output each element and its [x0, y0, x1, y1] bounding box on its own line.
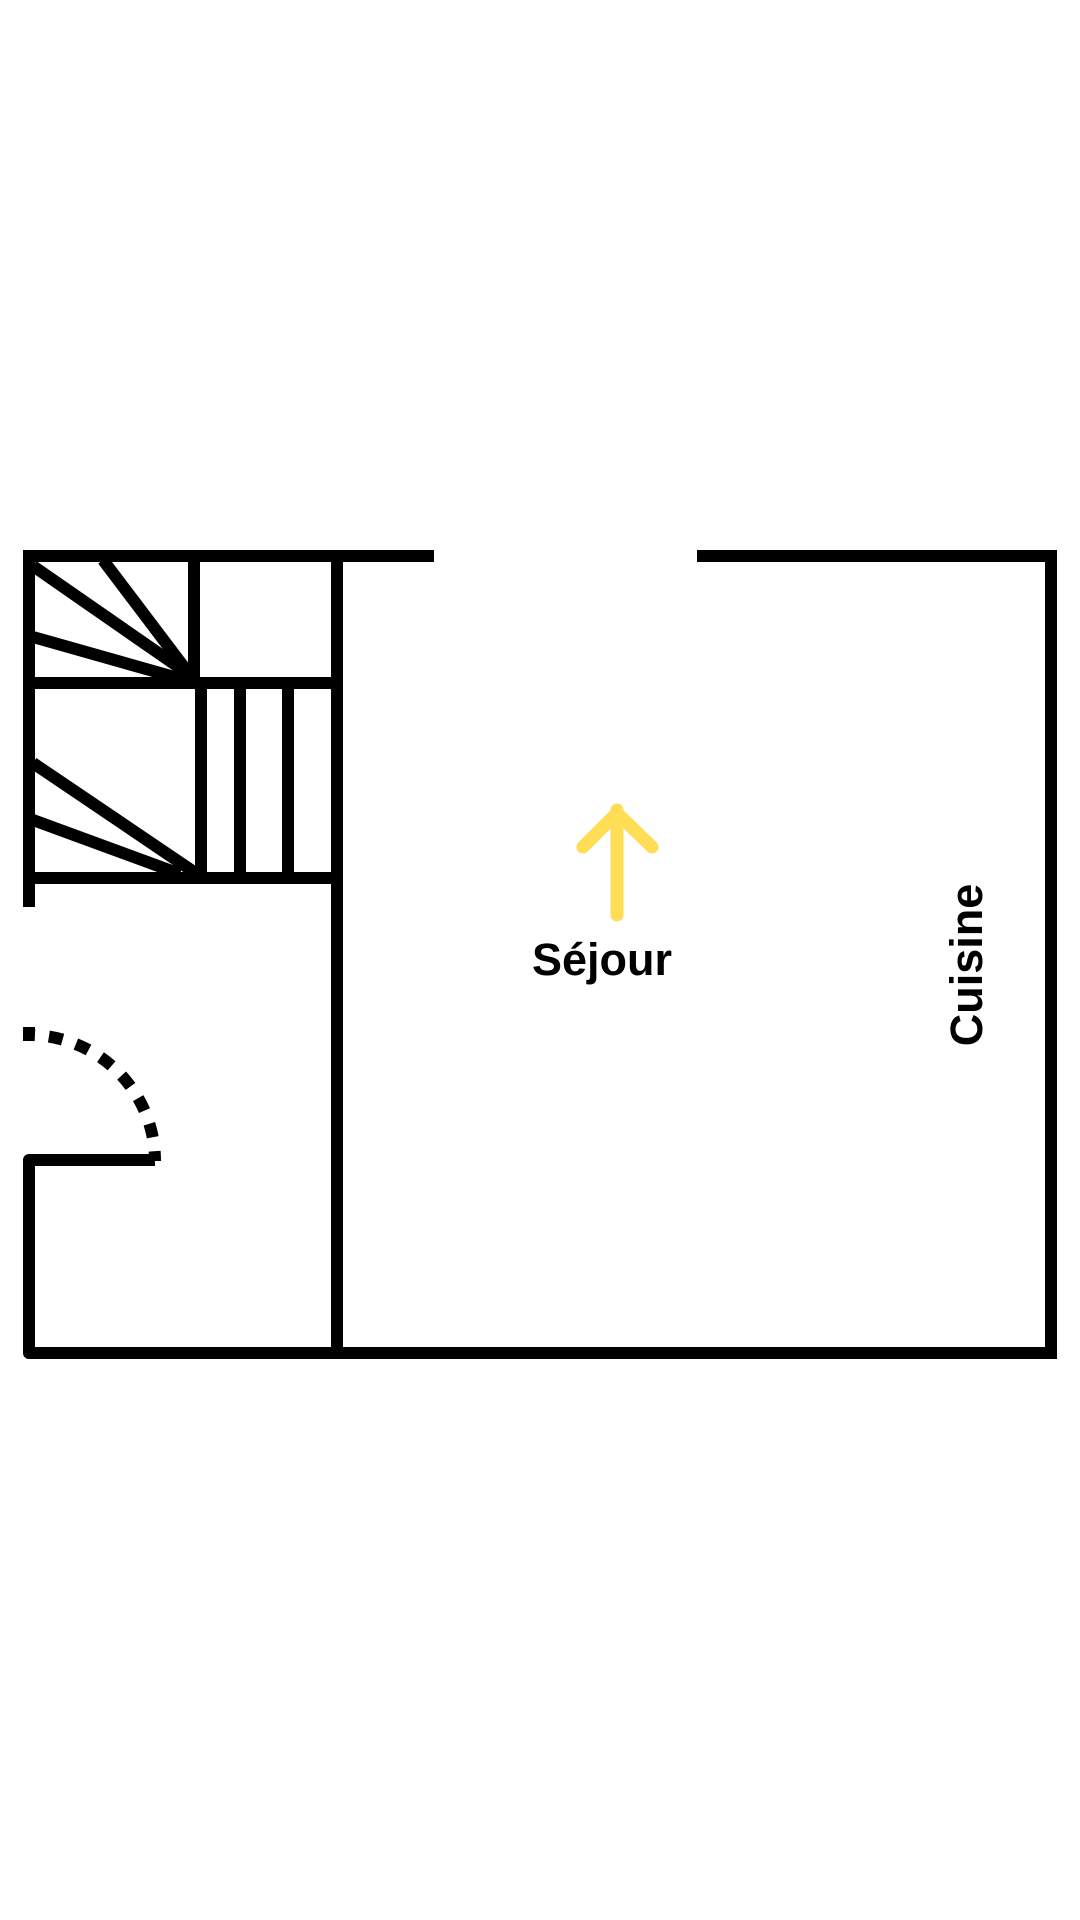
staircase-icon [29, 556, 337, 884]
arrow-up-icon [576, 803, 659, 922]
wall-top-left [23, 550, 434, 907]
room-label-cuisine: Cuisine [941, 884, 992, 1047]
wall-top-right-and-right [697, 550, 1057, 1353]
wall-bottom [23, 1154, 1057, 1359]
door-swing-icon [23, 1027, 161, 1162]
room-label-sejour: Séjour [532, 934, 672, 985]
